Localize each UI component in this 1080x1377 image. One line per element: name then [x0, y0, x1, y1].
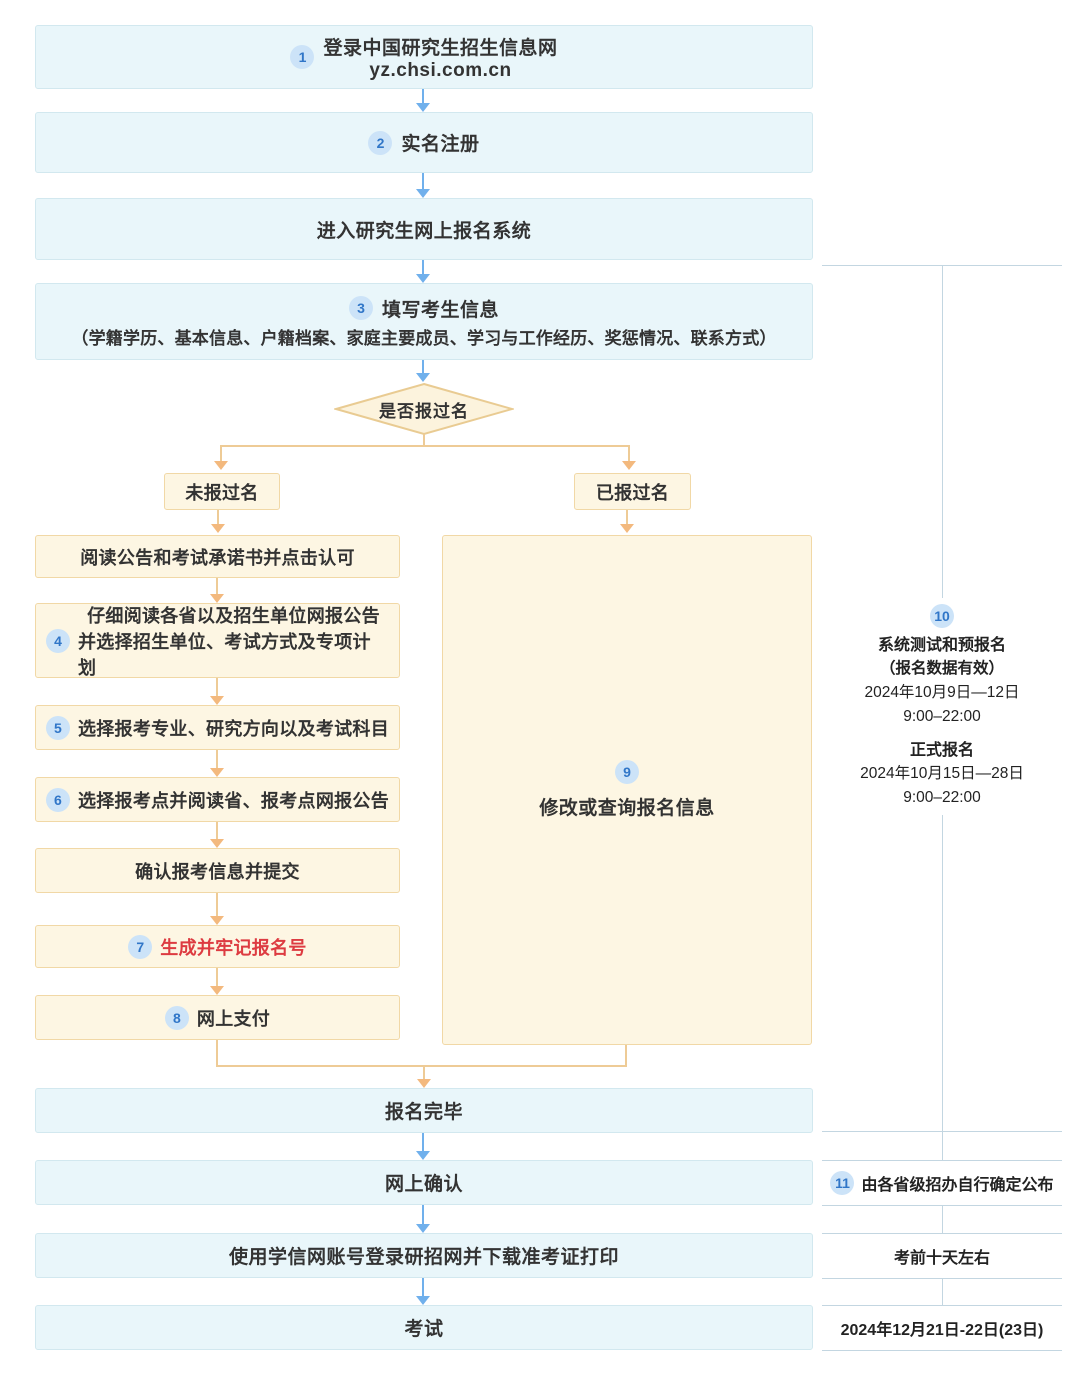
step-enter-system-box: 进入研究生网上报名系统	[35, 198, 813, 260]
step-confirm-submit-label: 确认报考信息并提交	[135, 861, 300, 882]
arrow-down-icon	[416, 1278, 430, 1305]
panel-divider	[822, 1305, 1062, 1306]
note-number-badge: 10	[930, 604, 954, 628]
arrow-down-icon	[214, 446, 228, 470]
connector-line	[216, 1040, 218, 1067]
note-official-title: 正式报名	[909, 742, 974, 759]
note-print-time: 考前十天左右	[822, 1233, 1062, 1278]
note-presignup-subtitle: （报名数据有效）	[879, 660, 1004, 677]
arrow-down-icon	[620, 510, 634, 533]
step-exam-box: 考试	[35, 1305, 813, 1350]
decision-label: 是否报过名	[379, 401, 469, 421]
arrow-down-icon	[416, 360, 430, 382]
arrow-down-icon	[210, 578, 224, 603]
note-exam-date: 2024年12月21日-22日(23日)	[822, 1305, 1062, 1350]
panel-vertical-line	[942, 1278, 943, 1305]
arrow-down-icon	[210, 678, 224, 705]
note-presignup-time: 9:00–22:00	[903, 708, 981, 725]
step-number-badge: 7	[128, 934, 153, 959]
note-number-badge: 11	[830, 1170, 855, 1195]
panel-divider	[822, 1131, 1062, 1132]
arrow-down-icon	[416, 89, 430, 112]
step-login-title: 登录中国研究生招生信息网	[323, 37, 558, 59]
step-modify-query-label: 修改或查询报名信息	[539, 798, 715, 819]
connector-line	[423, 434, 425, 446]
panel-vertical-line	[942, 815, 943, 1160]
step-exam-label: 考试	[404, 1319, 444, 1340]
note-presignup-date: 2024年10月9日—12日	[864, 684, 1020, 701]
branch-yes-label-box: 已报过名	[574, 473, 691, 510]
connector-line	[220, 445, 630, 447]
panel-divider	[822, 1160, 1062, 1161]
step-fill-info-box: 3 填写考生信息 （学籍学历、基本信息、户籍档案、家庭主要成员、学习与工作经历、…	[35, 283, 813, 360]
step-online-confirm-label: 网上确认	[384, 1174, 463, 1195]
step-remember-id-box: 7 生成并牢记报名号	[35, 925, 400, 968]
step-remember-id-label: 生成并牢记报名号	[160, 937, 307, 958]
step-number-badge: 6	[45, 787, 70, 812]
step-read-notice-box: 阅读公告和考试承诺书并点击认可	[35, 535, 400, 578]
note-print-time-label: 考前十天左右	[893, 1249, 990, 1267]
step-print-ticket-box: 使用学信网账号登录研招网并下载准考证打印	[35, 1233, 813, 1278]
step-number-badge: 1	[290, 45, 315, 69]
step-enter-system-label: 进入研究生网上报名系统	[316, 220, 532, 242]
branch-no-label-box: 未报过名	[164, 473, 280, 510]
step-fill-info-detail: （学籍学历、基本信息、户籍档案、家庭主要成员、学习与工作经历、奖惩情况、联系方式…	[71, 328, 777, 348]
branch-no-label: 未报过名	[185, 482, 259, 503]
step-choose-major-box: 5 选择报考专业、研究方向以及考试科目	[35, 705, 400, 750]
connector-line	[625, 1045, 627, 1067]
decision-diamond: 是否报过名	[332, 382, 516, 436]
arrow-down-icon	[416, 260, 430, 283]
arrow-down-icon	[210, 822, 224, 848]
panel-vertical-line	[942, 265, 943, 598]
step-number-badge: 4	[46, 628, 70, 653]
note-official-date: 2024年10月15日—28日	[860, 765, 1024, 782]
arrow-down-icon	[210, 750, 224, 777]
step-choose-site-label: 选择报考点并阅读省、报考点网报公告	[77, 790, 390, 811]
step-read-notice-label: 阅读公告和考试承诺书并点击认可	[80, 547, 355, 568]
arrow-down-icon	[622, 446, 636, 470]
arrow-down-icon	[416, 1133, 430, 1160]
step-number-badge: 2	[368, 130, 393, 155]
panel-divider	[822, 1350, 1062, 1351]
arrow-down-icon	[210, 893, 224, 925]
note-presignup-title: 系统测试和预报名	[877, 637, 1006, 654]
step-register-box: 2 实名注册	[35, 112, 813, 173]
step-choose-major-label: 选择报考专业、研究方向以及考试科目	[77, 718, 390, 739]
step-done-label: 报名完毕	[384, 1102, 463, 1123]
step-confirm-submit-box: 确认报考信息并提交	[35, 848, 400, 893]
note-exam-date-label: 2024年12月21日-22日(23日)	[840, 1321, 1044, 1339]
step-online-confirm-box: 网上确认	[35, 1160, 813, 1205]
branch-yes-label: 已报过名	[595, 482, 670, 503]
note-province-announce: 11 由各省级招办自行确定公布	[822, 1160, 1062, 1205]
step-pay-online-box: 8 网上支付	[35, 995, 400, 1040]
panel-vertical-line	[942, 1205, 943, 1233]
note-official-time: 9:00–22:00	[903, 789, 981, 806]
step-login-box: 1 登录中国研究生招生信息网 yz.chsi.com.cn	[35, 25, 813, 89]
step-print-ticket-label: 使用学信网账号登录研招网并下载准考证打印	[228, 1247, 619, 1268]
arrow-down-icon	[416, 173, 430, 198]
step-number-badge: 5	[45, 715, 70, 740]
step-number-badge: 3	[348, 296, 373, 320]
step-choose-unit-line2: 并选择招生单位、考试方式及专项计划	[78, 631, 371, 678]
connector-line	[216, 1065, 627, 1067]
note-registration-dates: 10 系统测试和预报名 （报名数据有效） 2024年10月9日—12日 9:00…	[822, 604, 1062, 810]
step-number-badge: 9	[615, 760, 639, 784]
step-pay-online-label: 网上支付	[196, 1008, 271, 1029]
arrow-down-icon	[211, 510, 225, 533]
step-choose-unit-box: 4 仔细阅读各省以及招生单位网报公告 并选择招生单位、考试方式及专项计划	[35, 603, 400, 678]
arrow-down-icon	[417, 1066, 431, 1088]
step-register-label: 实名注册	[401, 134, 480, 155]
step-number-badge: 8	[164, 1005, 189, 1030]
arrow-down-icon	[210, 968, 224, 995]
step-choose-site-box: 6 选择报考点并阅读省、报考点网报公告	[35, 777, 400, 822]
note-province-announce-label: 由各省级招办自行确定公布	[861, 1176, 1054, 1194]
step-choose-unit-line1: 仔细阅读各省以及招生单位网报公告	[87, 605, 380, 626]
step-done-box: 报名完毕	[35, 1088, 813, 1133]
step-fill-info-label: 填写考生信息	[381, 299, 499, 321]
step-modify-query-box: 9 修改或查询报名信息	[442, 535, 812, 1045]
step-login-url: yz.chsi.com.cn	[369, 59, 512, 81]
panel-divider	[822, 1233, 1062, 1234]
arrow-down-icon	[416, 1205, 430, 1233]
